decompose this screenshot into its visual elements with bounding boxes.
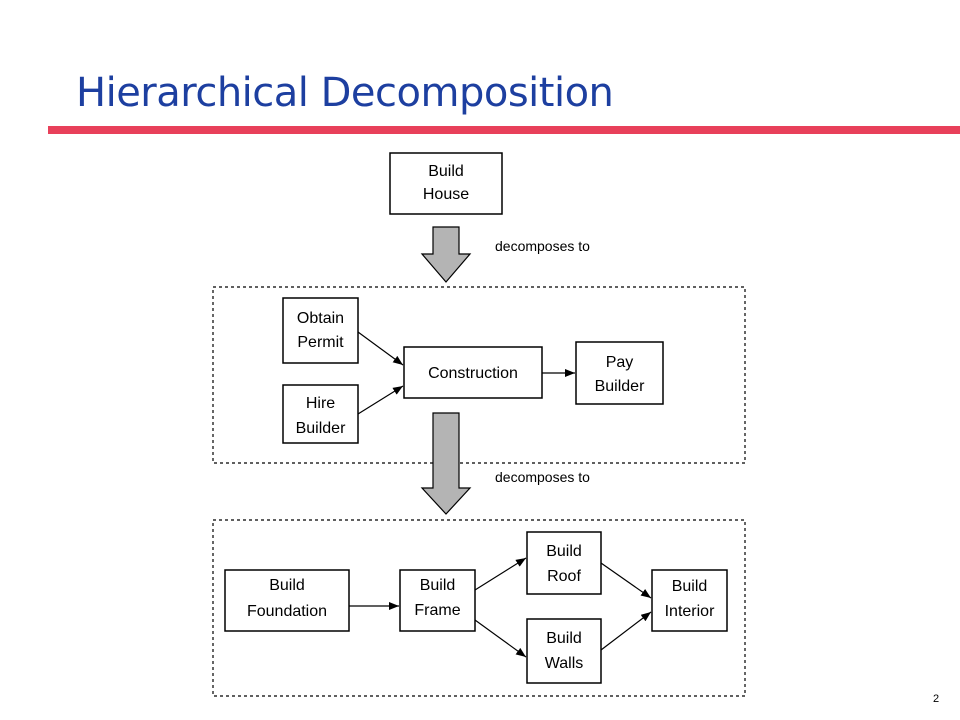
decomposes-label-1: decomposes to	[495, 238, 590, 254]
level2-group-box	[212, 519, 746, 697]
node-build-roof: Build Roof	[526, 531, 602, 595]
node-pay-builder-line1: Pay	[606, 354, 634, 371]
node-pay-builder: Pay Builder	[575, 341, 664, 405]
node-construction: Construction	[403, 346, 543, 399]
slide-title: Hierarchical Decomposition	[76, 70, 614, 116]
node-build-walls: Build Walls	[526, 618, 602, 684]
edge-walls-to-interior	[600, 611, 652, 651]
edge-roof-to-interior	[600, 562, 652, 599]
node-build-frame-line2: Frame	[414, 602, 460, 619]
node-build-frame: Build Frame	[399, 569, 476, 632]
node-build-walls-line2: Walls	[545, 655, 584, 672]
decomposes-arrow-1	[420, 226, 472, 283]
node-build-walls-line1: Build	[546, 630, 582, 647]
node-pay-builder-line2: Builder	[595, 378, 645, 395]
node-build-foundation: Build Foundation	[224, 569, 350, 632]
decomposes-label-2: decomposes to	[495, 469, 590, 485]
node-build-foundation-line1: Build	[269, 577, 305, 594]
edge-permit-to-construction	[357, 331, 404, 366]
node-build-roof-line2: Roof	[547, 568, 581, 585]
node-hire-builder-line2: Builder	[296, 420, 346, 437]
node-obtain-permit-line1: Obtain	[297, 310, 344, 327]
edge-frame-to-roof	[474, 557, 527, 591]
node-build-house-line2: House	[423, 186, 469, 203]
title-underline-rule	[48, 126, 960, 134]
node-construction-line1: Construction	[428, 365, 518, 382]
node-hire-builder-line1: Hire	[306, 395, 335, 412]
level1-group-box	[212, 286, 746, 464]
decomposes-arrow-2	[420, 412, 472, 515]
edge-hire-to-construction	[357, 385, 404, 415]
node-hire-builder: Hire Builder	[282, 384, 359, 444]
node-obtain-permit: Obtain Permit	[282, 297, 359, 364]
node-build-interior: Build Interior	[651, 569, 728, 632]
edge-frame-to-walls	[474, 619, 527, 658]
node-build-frame-line1: Build	[420, 577, 456, 594]
node-obtain-permit-line2: Permit	[297, 334, 344, 351]
node-build-house-line1: Build	[428, 163, 464, 180]
node-build-foundation-line2: Foundation	[247, 603, 327, 620]
node-build-house: Build House	[389, 152, 503, 215]
node-build-interior-line1: Build	[672, 578, 708, 595]
page-number: 2	[933, 693, 940, 705]
node-build-interior-line2: Interior	[665, 603, 715, 620]
node-build-roof-line1: Build	[546, 543, 582, 560]
